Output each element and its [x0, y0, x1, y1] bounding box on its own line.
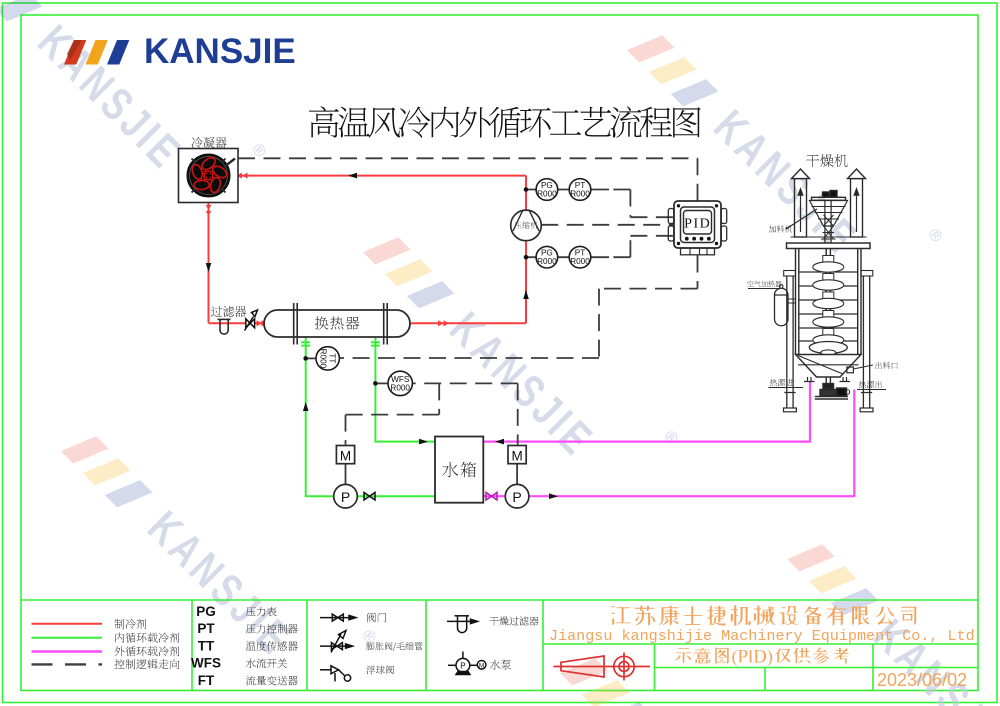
svg-text:R000: R000: [570, 190, 590, 199]
svg-text:PT: PT: [197, 621, 215, 636]
svg-text:PT: PT: [575, 249, 585, 258]
svg-text:KANSJIE: KANSJIE: [138, 501, 303, 666]
svg-text:WFS: WFS: [191, 656, 221, 671]
svg-text:PG: PG: [196, 604, 216, 619]
svg-text:R000: R000: [537, 190, 557, 199]
svg-text:R000: R000: [537, 257, 557, 266]
svg-text:KANSJIE: KANSJIE: [704, 100, 869, 265]
svg-text:P: P: [460, 661, 465, 670]
svg-text:Jiangsu kangshijie Machinery E: Jiangsu kangshijie Machinery Equipment C…: [549, 627, 975, 645]
svg-text:FT: FT: [198, 673, 215, 688]
svg-text:M: M: [511, 449, 522, 464]
svg-text:P: P: [341, 489, 350, 505]
svg-text:R000: R000: [319, 349, 328, 369]
svg-text:KANSJIE: KANSJIE: [864, 609, 1000, 706]
svg-text:®: ®: [660, 427, 681, 448]
svg-text:PT: PT: [575, 181, 585, 190]
svg-text:2023/06/02: 2023/06/02: [877, 670, 967, 690]
svg-text:PG: PG: [541, 249, 553, 258]
svg-text:PG: PG: [541, 181, 553, 190]
svg-text:M: M: [479, 662, 484, 669]
svg-text:TT: TT: [327, 353, 336, 363]
svg-text:PID: PID: [684, 217, 711, 232]
svg-text:R000: R000: [390, 383, 410, 392]
svg-text:P: P: [512, 489, 521, 505]
svg-text:R000: R000: [570, 257, 590, 266]
svg-text:TT: TT: [198, 638, 215, 653]
svg-text:®: ®: [924, 225, 945, 246]
svg-text:M: M: [340, 449, 351, 464]
svg-text:WFS: WFS: [391, 375, 410, 384]
svg-text:KANSJIE: KANSJIE: [144, 32, 296, 71]
